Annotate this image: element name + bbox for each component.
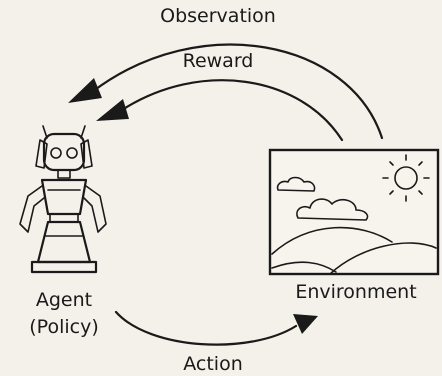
- agent-label: Agent: [36, 289, 92, 311]
- robot-icon: [19, 125, 107, 274]
- observation-arrowhead: [68, 78, 102, 103]
- sun-icon: [382, 154, 430, 202]
- observation-arrow: [68, 43, 384, 140]
- cloud-icon: [276, 176, 369, 221]
- landscape-icon: [268, 148, 440, 276]
- observation-label: Observation: [160, 5, 276, 27]
- action-arrowhead: [293, 314, 318, 334]
- reward-arrowhead: [96, 99, 129, 121]
- reward-label: Reward: [183, 50, 254, 72]
- reward-arrow: [96, 79, 344, 142]
- environment-label: Environment: [295, 281, 416, 303]
- action-label: Action: [183, 353, 243, 375]
- agent-sublabel: (Policy): [29, 316, 98, 338]
- action-arrow: [114, 310, 318, 346]
